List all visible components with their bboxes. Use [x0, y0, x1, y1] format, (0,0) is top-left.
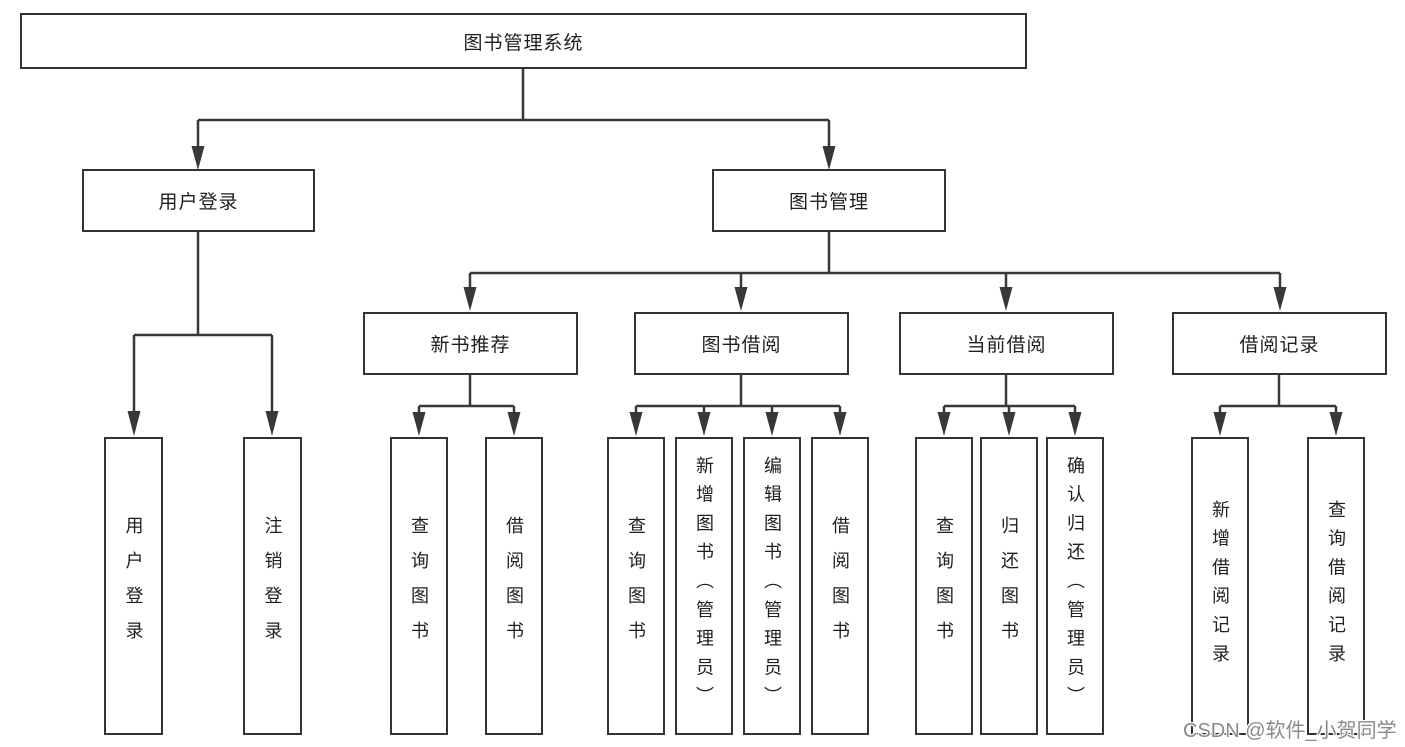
leaf-add-borrow-record: 新增借阅记录	[1191, 437, 1249, 735]
leaf-user-login: 用户登录	[104, 437, 163, 735]
csdn-watermark: CSDN @软件_小贺同学	[1183, 720, 1397, 742]
leaf-confirm-return-admin: 确认归还（管理员）	[1046, 437, 1104, 735]
leaf-add-books-admin: 新增图书（管理员）	[675, 437, 733, 735]
node-library-system: 图书管理系统	[20, 13, 1027, 69]
leaf-return-books: 归还图书	[980, 437, 1038, 735]
leaf-borrow-books-recommend: 借阅图书	[485, 437, 543, 735]
node-book-management: 图书管理	[712, 169, 946, 232]
leaf-query-books-borrowing: 查询图书	[607, 437, 665, 735]
node-borrowing-records: 借阅记录	[1172, 312, 1387, 375]
leaf-logout: 注销登录	[243, 437, 302, 735]
node-current-borrowing: 当前借阅	[899, 312, 1114, 375]
node-new-book-recommend: 新书推荐	[363, 312, 578, 375]
leaf-query-borrow-record: 查询借阅记录	[1307, 437, 1365, 735]
node-book-borrowing: 图书借阅	[634, 312, 849, 375]
leaf-edit-books-admin: 编辑图书（管理员）	[743, 437, 801, 735]
node-user-login: 用户登录	[82, 169, 315, 232]
leaf-query-books-current: 查询图书	[915, 437, 973, 735]
leaf-query-books-recommend: 查询图书	[390, 437, 448, 735]
leaf-borrow-books: 借阅图书	[811, 437, 869, 735]
